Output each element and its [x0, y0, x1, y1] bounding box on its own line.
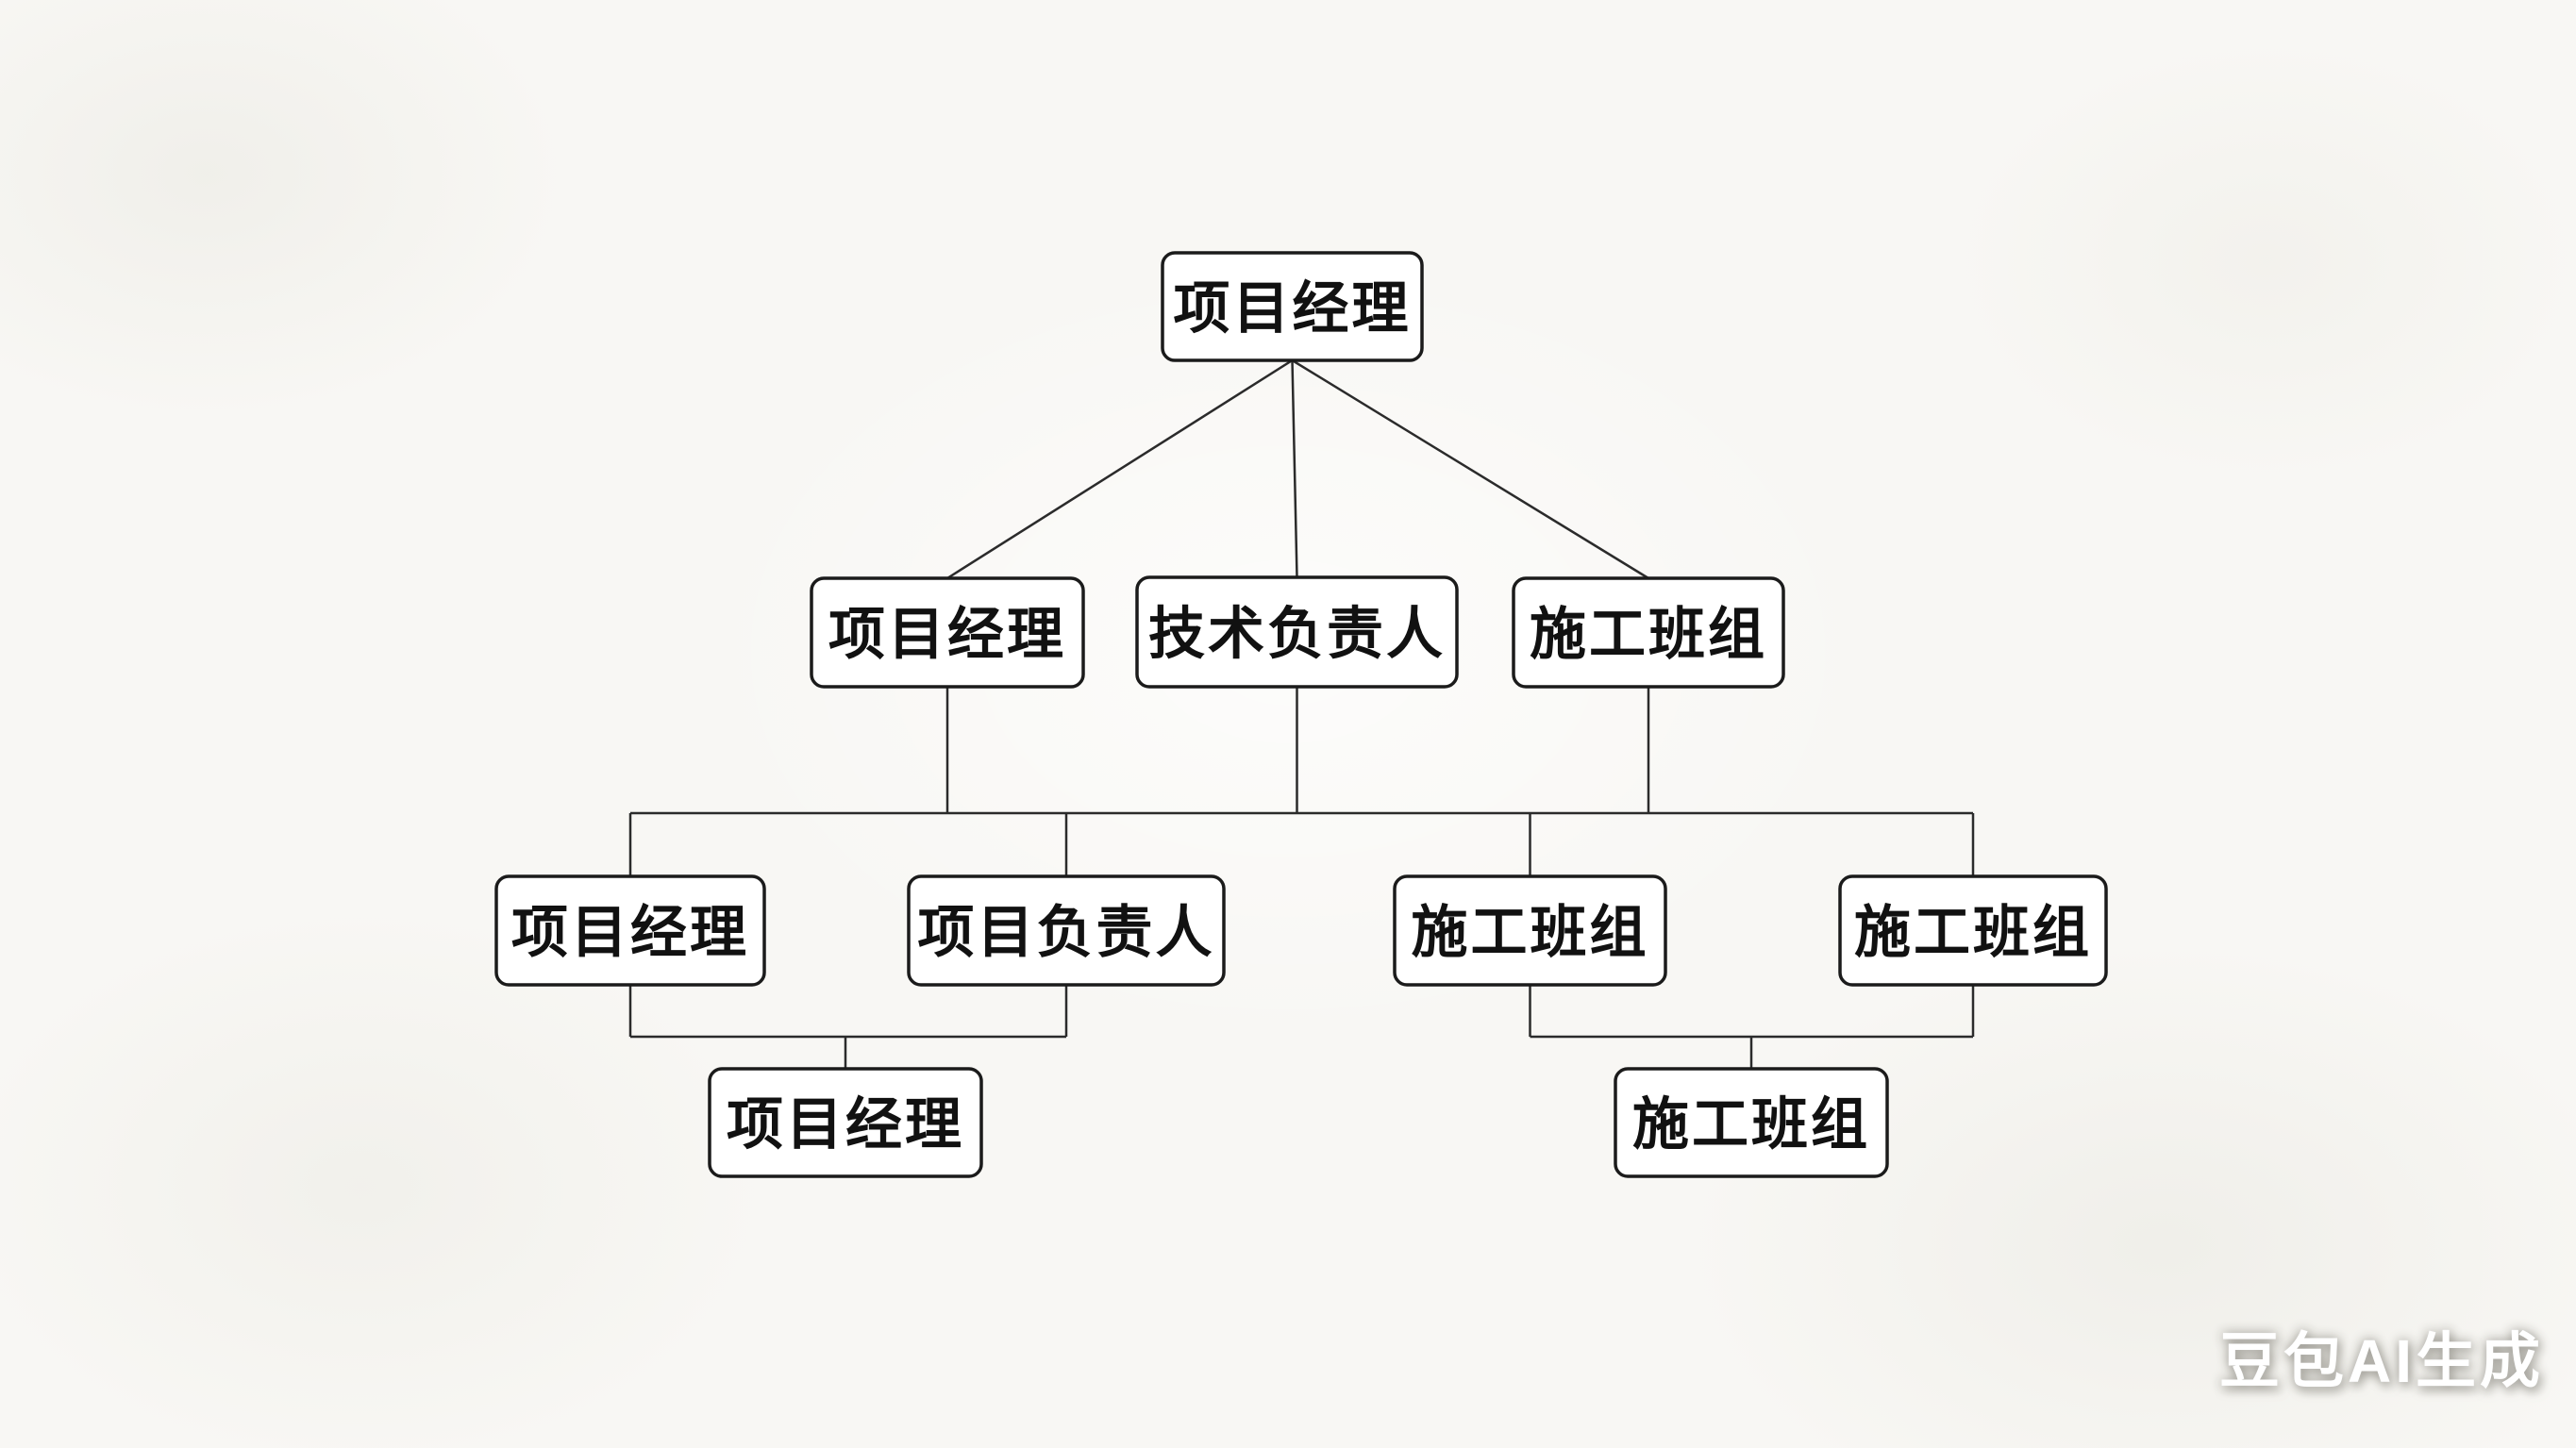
org-node-l3-2: 项目负责人	[907, 874, 1226, 987]
org-node-l4-2: 施工班组	[1614, 1067, 1889, 1178]
org-node-box	[494, 874, 766, 987]
org-node-label: 技术负责人	[1148, 603, 1446, 666]
org-node-l2-3: 施工班组	[1512, 576, 1785, 689]
org-node-l3-3: 施工班组	[1393, 874, 1667, 987]
org-node-box	[907, 874, 1226, 987]
connector-line	[946, 358, 1294, 580]
org-node-l2-2: 技术负责人	[1135, 575, 1459, 689]
org-node-box	[810, 576, 1085, 689]
connector-line	[1291, 358, 1649, 580]
org-node-label: 项目经理	[1174, 277, 1412, 341]
org-node-l2-1: 项目经理	[810, 576, 1085, 689]
org-node-root: 项目经理	[1161, 251, 1424, 362]
org-node-l3-4: 施工班组	[1838, 874, 2108, 987]
org-node-box	[708, 1067, 983, 1178]
org-node-label: 施工班组	[1530, 603, 1767, 666]
org-node-label: 施工班组	[1632, 1093, 1870, 1157]
org-node-box	[1135, 575, 1459, 689]
org-node-l3-1: 项目经理	[494, 874, 766, 987]
watermark-text: 豆包AI生成	[2219, 1327, 2544, 1395]
org-node-label: 施工班组	[1412, 901, 1649, 964]
org-node-label: 项目负责人	[918, 901, 1215, 964]
org-node-l4-1: 项目经理	[708, 1067, 983, 1178]
org-node-label: 项目经理	[727, 1093, 964, 1157]
connector-line	[1291, 359, 1298, 578]
org-node-box	[1614, 1067, 1889, 1178]
org-node-box	[1161, 251, 1424, 362]
org-node-box	[1512, 576, 1785, 689]
org-node-label: 项目经理	[828, 603, 1066, 666]
org-node-label: 项目经理	[511, 901, 749, 964]
org-node-box	[1393, 874, 1667, 987]
org-node-box	[1838, 874, 2108, 987]
org-node-label: 施工班组	[1854, 901, 2092, 964]
